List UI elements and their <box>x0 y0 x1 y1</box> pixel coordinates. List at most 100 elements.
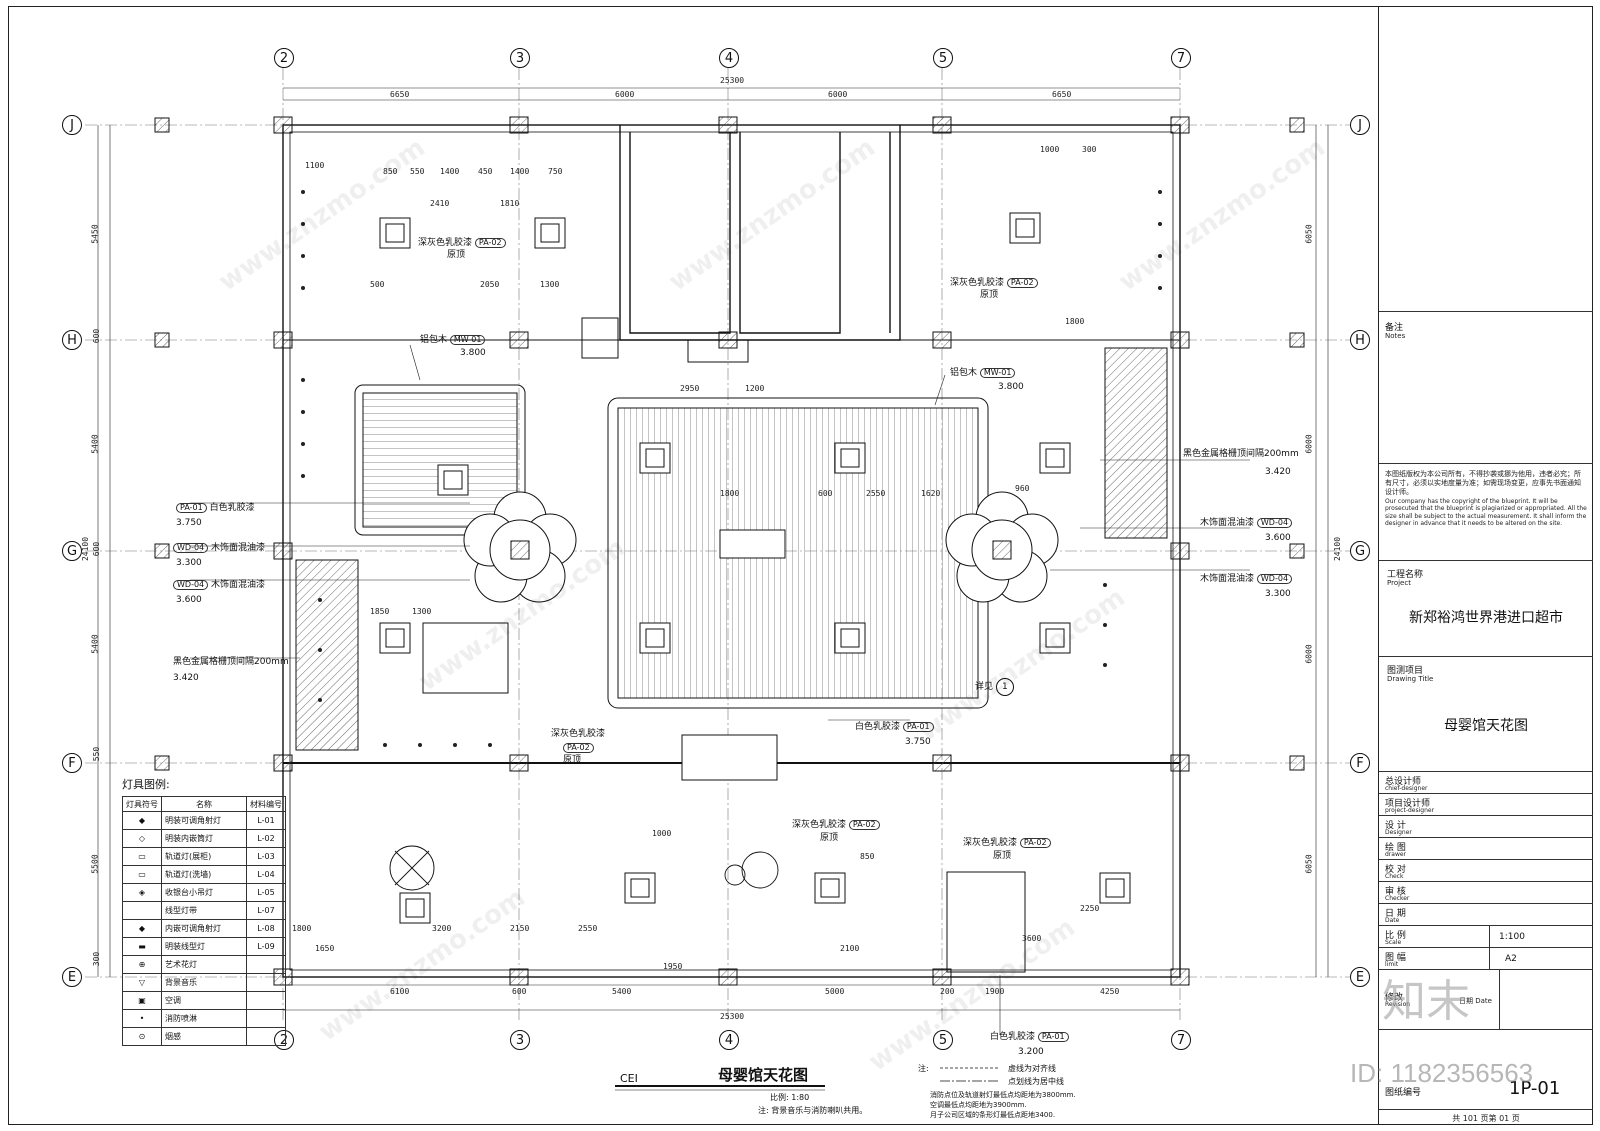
notes-heading: 注: <box>918 1064 929 1073</box>
dim-1200b: 2550 <box>578 924 598 933</box>
dim-1050: 3600 <box>1022 934 1042 943</box>
legend-code <box>246 1027 286 1046</box>
metal-grille <box>295 347 1168 751</box>
dim-500: 500 <box>370 280 385 289</box>
legend-name: 内嵌可调角射灯 <box>161 919 247 938</box>
legend-symbol: ◆ <box>122 811 162 830</box>
legend-row: ⊕艺术花灯 <box>122 955 286 974</box>
legend-header: 名称 <box>161 796 247 812</box>
axis-col-3-bottom: 3 <box>510 1030 530 1050</box>
tb-drawing-title: 图测项目 Drawing Title 母婴馆天花图 <box>1379 656 1593 771</box>
label-original-5: 原顶 <box>993 851 1012 861</box>
tb-role-val: 1:100 <box>1499 932 1525 942</box>
title-underline <box>615 1067 1000 1091</box>
dim-450b: 1800 <box>292 924 312 933</box>
right-dim-4: 6050 <box>1304 854 1314 874</box>
dim-1850: 960 <box>1015 484 1030 493</box>
note-5: 月子公司区域的条形灯最低点距地3400. <box>930 1111 1056 1119</box>
tb-role-cn: 总设计师 <box>1385 777 1422 787</box>
legend-row: ▭轨道灯(洗墙)L-04 <box>122 865 286 884</box>
legend-name: 空调 <box>161 991 247 1010</box>
legend-name: 轨道灯(展柜) <box>161 847 247 866</box>
label-grey-paint-3: 深灰色乳胶漆 <box>551 729 606 739</box>
axis-row-h-right: H <box>1350 330 1370 350</box>
axis-row-j: J <box>62 115 82 135</box>
dim-1400a: 1400 <box>440 167 460 176</box>
right-dim-2: 6000 <box>1304 434 1314 454</box>
level-3420-left: 3.420 <box>173 673 199 683</box>
dim-1620: 600 <box>818 489 833 498</box>
bottom-dim-6: 1900 <box>985 987 1005 996</box>
sub-note: 注: 背景音乐与消防喇叭共用。 <box>758 1106 868 1115</box>
tb-drawing-title-cn: 图测项目 <box>1387 666 1424 676</box>
tb-role-cn: 审 核 <box>1385 887 1406 897</box>
legend-name: 背景音乐 <box>161 973 247 992</box>
label-white-paint-center: 白色乳胶漆 PA-01 <box>855 722 934 732</box>
note-2: 点划线为居中线 <box>1008 1077 1064 1086</box>
tb-role-cn: 设 计 <box>1385 821 1406 831</box>
legend-row: •消防喷淋 <box>122 1009 286 1028</box>
label-grey-paint-2: 深灰色乳胶漆 PA-02 <box>950 278 1038 288</box>
tb-copyright-en: Our company has the copyright of the blu… <box>1385 498 1587 527</box>
tb-role-en: drawer <box>1385 851 1407 858</box>
bottom-dim-1: 6100 <box>390 987 410 996</box>
label-original-1: 原顶 <box>447 250 466 260</box>
tb-role-cn: 图 幅 <box>1385 953 1406 963</box>
tb-project-name: 新郑裕鸿世界港进口超市 <box>1409 610 1563 626</box>
label-grey-paint-1: 深灰色乳胶漆 PA-02 <box>418 238 506 248</box>
tb-drawing-title-en: Drawing Title <box>1387 675 1434 683</box>
legend-symbol: • <box>122 1009 162 1028</box>
left-dim-total: 24100 <box>81 536 91 562</box>
level-3300-right: 3.300 <box>1265 589 1291 599</box>
tb-role-en: Checker <box>1385 895 1410 902</box>
tb-drawing-name: 母婴馆天花图 <box>1444 718 1528 734</box>
tb-drawing-no: 图纸编号 1P-01 <box>1379 1029 1593 1109</box>
top-dim-1: 6650 <box>390 90 410 99</box>
dim-1650: 3200 <box>432 924 452 933</box>
tb-role-en: project-designer <box>1385 807 1435 814</box>
left-dim-3: 5400 <box>90 434 100 454</box>
dim-1000r: 300 <box>1082 145 1097 154</box>
title-block: 备注 Notes 本图纸版权为本公司所有，不得抄袭或挪为他用，违者必究；所有尺寸… <box>1378 6 1593 1125</box>
label-original-2: 原顶 <box>980 290 999 300</box>
tb-notes-en: Notes <box>1385 332 1406 340</box>
tb-role-en: Date <box>1385 917 1400 924</box>
bottom-dim-2: 600 <box>512 987 527 996</box>
axis-row-e-right: E <box>1350 967 1370 987</box>
tb-drawing-no: 1P-01 <box>1509 1078 1561 1099</box>
dim-1400b: 1400 <box>510 167 530 176</box>
tb-notes: 备注 Notes <box>1379 311 1593 463</box>
dim-1250: 2250 <box>1080 904 1100 913</box>
tb-role-cn: 修改 <box>1385 993 1404 1003</box>
level-3200-bottom: 3.200 <box>1018 1047 1044 1057</box>
left-dim-7: 5500 <box>90 854 100 874</box>
legend-code <box>246 973 286 992</box>
label-wood-paint-left-2: WD-04 木饰面混油漆 <box>173 580 265 590</box>
top-dim-2: 6000 <box>615 90 635 99</box>
label-original-3: 原顶 <box>563 755 582 765</box>
note-1: 虚线为对齐线 <box>1008 1064 1056 1073</box>
legend-row: ⊙烟感 <box>122 1027 286 1046</box>
dim-1810: 1810 <box>500 199 520 208</box>
label-wood-paint-right-2: 木饰面混油漆 WD-04 <box>1200 574 1293 584</box>
legend-symbol: ▭ <box>122 847 162 866</box>
legend-code: L-05 <box>246 883 286 902</box>
dim-2950: 1800 <box>1065 317 1085 326</box>
level-3600-left: 3.600 <box>176 595 202 605</box>
dim-1700: 2950 <box>680 384 700 393</box>
axis-col-4-bottom: 4 <box>719 1030 739 1050</box>
detail-callout: 详见 1 <box>975 678 1014 696</box>
lower-rooms <box>422 317 1026 973</box>
dim-2050: 2050 <box>480 280 500 289</box>
legend-code: L-08 <box>246 919 286 938</box>
tb-project: 工程名称 Project 新郑裕鸿世界港进口超市 <box>1379 560 1593 656</box>
bottom-dim-4: 5000 <box>825 987 845 996</box>
